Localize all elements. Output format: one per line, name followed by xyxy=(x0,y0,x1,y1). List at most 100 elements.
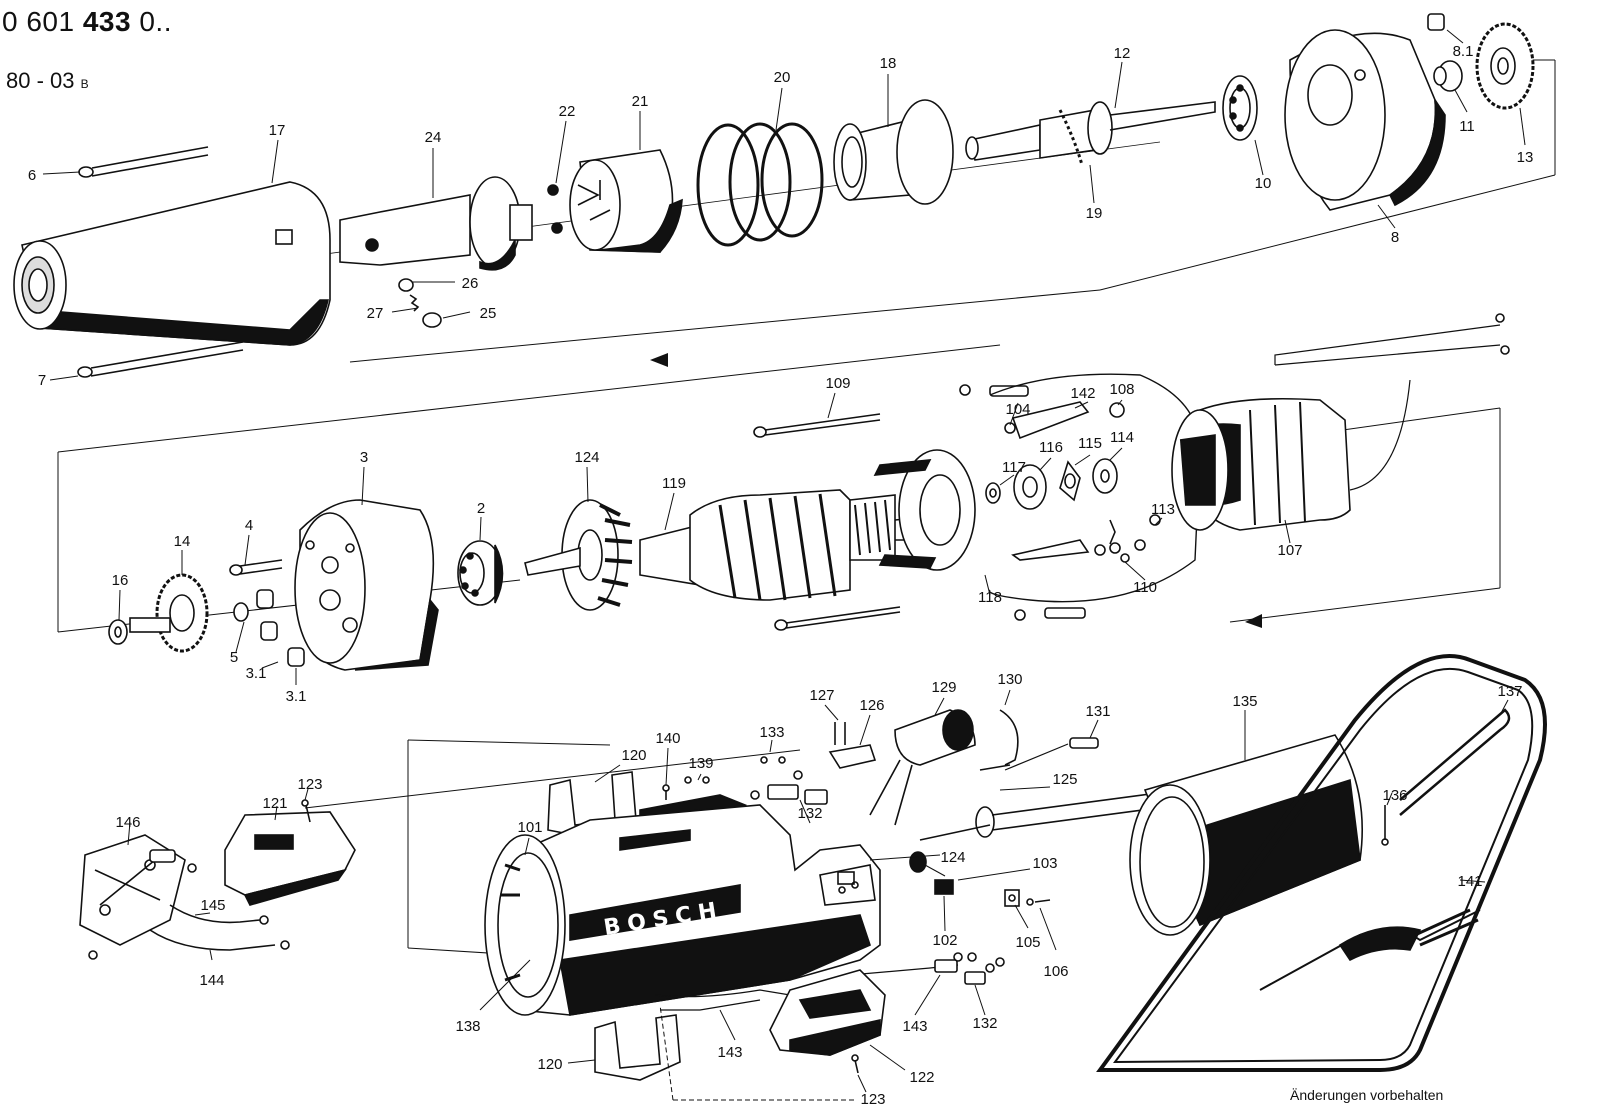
part-107-field-stator xyxy=(1171,397,1351,531)
part-104-brush-lower xyxy=(1044,607,1086,619)
internal-brush-assembly xyxy=(819,864,876,906)
part-144-wire xyxy=(149,929,276,951)
part-145-wire xyxy=(169,904,261,924)
part-11-bushing xyxy=(1433,60,1463,92)
part-132-brush-holder xyxy=(750,770,828,805)
part-113-screws xyxy=(1094,514,1161,556)
label-p125: 125 xyxy=(1052,771,1077,788)
part-127-screws xyxy=(834,722,846,745)
label-p124b: 124 xyxy=(940,849,965,866)
part-123-screw-lower xyxy=(851,1054,859,1074)
part-8-gear-cover xyxy=(1284,29,1446,211)
part-22-balls xyxy=(547,184,563,234)
part-121-switch-cover xyxy=(224,811,356,906)
label-p31b: 3.1 xyxy=(286,688,307,705)
part-12-drive-shaft xyxy=(965,101,1216,161)
part-6-screw xyxy=(78,146,209,178)
part-102-brush-block xyxy=(934,879,954,895)
label-p119: 119 xyxy=(662,475,686,492)
part-105-clip xyxy=(1004,889,1020,907)
part-124-fan xyxy=(561,499,633,611)
part-118-baffle xyxy=(873,449,976,571)
part-146-switch xyxy=(79,834,186,946)
label-p117: 117 xyxy=(1002,459,1026,476)
part-114-washer xyxy=(1092,458,1118,494)
label-p10: 10 xyxy=(1255,175,1272,192)
part-5-washer xyxy=(233,602,249,622)
part-131-connector xyxy=(1069,737,1099,749)
doc-number-bold: 433 xyxy=(82,6,132,37)
part-129-capacitor xyxy=(869,709,976,826)
part-2-bearing xyxy=(457,540,504,606)
label-p118: 118 xyxy=(978,589,1002,606)
label-p18: 18 xyxy=(880,55,897,72)
label-p19: 19 xyxy=(1086,205,1103,222)
label-p104: 104 xyxy=(1005,401,1030,418)
part-101-motor-housing: BOSCH xyxy=(484,804,881,1016)
leader-lines xyxy=(42,29,1526,1093)
row-1-gear-housing-group xyxy=(13,13,1556,378)
label-p31a: 3.1 xyxy=(246,665,267,682)
part-130-clip xyxy=(979,709,1019,771)
label-p114: 114 xyxy=(1110,429,1134,446)
label-p107: 107 xyxy=(1277,542,1302,559)
part-141-power-cord xyxy=(1096,654,1547,1072)
label-p137: 137 xyxy=(1497,683,1522,700)
part-136-screw xyxy=(1381,805,1389,846)
row-3-motor-housing-group: BOSCH xyxy=(79,654,1547,1101)
part-133-screws xyxy=(760,756,786,764)
label-p123b: 123 xyxy=(860,1091,885,1108)
label-p103: 103 xyxy=(1032,855,1057,872)
label-p21: 21 xyxy=(632,93,649,110)
part-24-spindle xyxy=(339,176,533,271)
label-p109: 109 xyxy=(825,375,850,392)
label-p142: 142 xyxy=(1070,385,1095,402)
terminal-icon xyxy=(1014,609,1026,621)
field-leads xyxy=(1274,324,1501,366)
label-p13: 13 xyxy=(1517,149,1534,166)
label-p2: 2 xyxy=(477,500,485,517)
part-126-terminal xyxy=(828,744,877,769)
doc-number-suffix: 0.. xyxy=(131,6,172,37)
label-p145: 145 xyxy=(200,897,225,914)
label-p120a: 120 xyxy=(621,747,646,764)
part-4-screw xyxy=(229,559,283,576)
part-13-gear xyxy=(1475,22,1535,110)
label-p136: 136 xyxy=(1382,787,1407,804)
label-p123a: 123 xyxy=(297,776,322,793)
label-p146: 146 xyxy=(115,814,140,831)
row-2-motor-group xyxy=(57,313,1510,671)
label-p27: 27 xyxy=(367,305,384,322)
label-p138: 138 xyxy=(455,1018,480,1035)
part-8-1-nut xyxy=(1427,13,1445,31)
label-p4: 4 xyxy=(245,517,253,534)
part-17-gear-housing xyxy=(13,181,331,346)
label-p129: 129 xyxy=(931,679,956,696)
footer-note: Änderungen vorbehalten xyxy=(1290,1087,1444,1103)
label-p24: 24 xyxy=(425,129,442,146)
arrow-icon xyxy=(650,353,668,367)
part-19-chain xyxy=(1058,109,1084,166)
label-p14: 14 xyxy=(174,533,191,550)
part-3-1-nut xyxy=(256,589,305,667)
document-number: 0 601 433 0.. xyxy=(2,6,172,38)
label-p131: 131 xyxy=(1085,703,1110,720)
part-110-parts xyxy=(1109,519,1130,563)
part-7-screw xyxy=(77,341,244,378)
label-p130: 130 xyxy=(997,671,1022,688)
part-20-spring xyxy=(696,122,824,247)
part-3-bearing-plate xyxy=(294,499,439,671)
label-p121: 121 xyxy=(262,795,287,812)
doc-revision-main: 80 - 03 xyxy=(6,68,75,93)
part-132-brush-holder-lower xyxy=(964,957,1005,985)
part-117-washer xyxy=(985,482,1001,504)
part-109-screws xyxy=(753,413,901,631)
label-p135: 135 xyxy=(1232,693,1257,710)
part-122-handle-cover xyxy=(769,969,886,1056)
label-p132a: 132 xyxy=(797,805,822,822)
part-26-pin xyxy=(398,278,414,292)
document-revision: 80 - 03 B xyxy=(6,68,89,94)
label-p25: 25 xyxy=(480,305,497,322)
